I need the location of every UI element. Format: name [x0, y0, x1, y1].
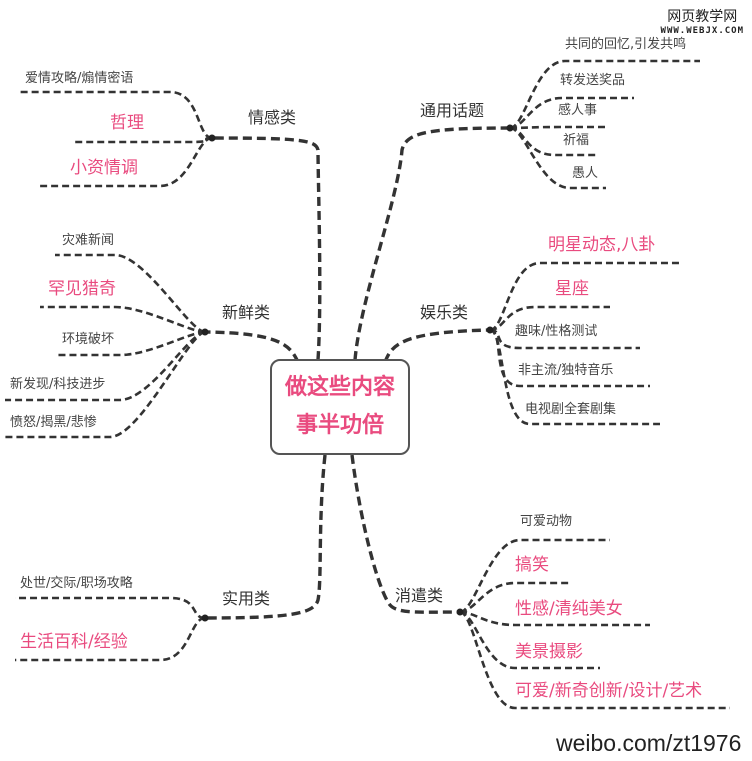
branch-connector [353, 126, 511, 361]
leaf-connector [15, 616, 206, 662]
leaf-connector [40, 136, 213, 188]
branch-connector [383, 328, 491, 363]
leaf-connector [489, 328, 660, 426]
center-title-line2: 事半功倍 [295, 413, 384, 438]
leaf-topic: 趣味/性格测试 [515, 323, 597, 339]
leaf-connector [40, 305, 206, 334]
junction-dot [201, 614, 209, 622]
center-title-line1: 做这些内容 [284, 375, 395, 400]
branch-label: 通用话题 [420, 101, 484, 120]
branch-label: 新鲜类 [222, 303, 270, 322]
branch-connector [350, 454, 461, 614]
branch-label: 娱乐类 [420, 303, 468, 322]
junction-dot [208, 134, 216, 142]
junction-dot [456, 608, 464, 616]
branch-label: 实用类 [222, 589, 270, 608]
leaf-topic: 明星动态,八卦 [548, 235, 655, 255]
credit-text: weibo.com/zt1976 [556, 730, 742, 756]
leaf-topic: 新发现/科技进步 [10, 376, 105, 392]
leaf-topic: 可爱/新奇创新/设计/艺术 [515, 681, 702, 701]
leaf-connector [509, 126, 606, 190]
branch-connector [211, 136, 322, 361]
leaf-connector [509, 125, 606, 130]
leaf-topic: 祈福 [563, 133, 589, 148]
leaf-topic: 愤怒/揭黑/悲惨 [10, 414, 97, 430]
leaf-topic: 转发送奖品 [560, 72, 625, 88]
leaf-connector [459, 610, 730, 710]
leaf-topic: 环境破坏 [62, 332, 114, 347]
leaf-connector [20, 90, 213, 140]
leaf-connector [55, 330, 206, 357]
leaf-topic: 性感/清纯美女 [515, 599, 623, 619]
leaf-topic: 共同的回忆,引发共鸣 [565, 36, 686, 52]
leaf-topic: 可爱动物 [520, 514, 572, 529]
leaf-topic: 哲理 [110, 113, 144, 133]
leaf-connector [459, 581, 570, 614]
leaf-topic: 爱情攻略/煽情密语 [25, 70, 133, 86]
branch-label: 消遣类 [395, 586, 443, 605]
leaf-connector [55, 253, 206, 334]
watermark: 网页教学网 WWW.WEBJX.COM [661, 6, 744, 36]
leaf-connector [509, 59, 700, 130]
leaf-topic: 非主流/独特音乐 [518, 362, 613, 378]
leaf-topic: 罕见猎奇 [48, 279, 116, 299]
leaf-connector [459, 538, 610, 614]
junction-dot [486, 326, 494, 334]
branch-label: 情感类 [248, 108, 296, 127]
branch-connector [204, 330, 300, 363]
watermark-name: 网页教学网 [667, 9, 738, 25]
leaf-topic: 愚人 [572, 166, 598, 181]
leaf-topic: 小资情调 [70, 158, 138, 178]
center-node: 做这些内容 事半功倍 [270, 359, 410, 455]
leaf-connector [15, 596, 206, 620]
leaf-connector [489, 305, 610, 332]
branch-connector [204, 454, 327, 620]
leaf-topic: 感人事 [558, 102, 597, 118]
leaf-topic: 搞笑 [515, 555, 549, 575]
leaf-topic: 美景摄影 [515, 642, 583, 662]
leaf-topic: 处世/交际/职场攻略 [20, 575, 133, 591]
watermark-url: WWW.WEBJX.COM [660, 26, 744, 36]
leaf-topic: 生活百科/经验 [20, 632, 128, 652]
leaf-connector [489, 261, 680, 332]
leaf-connector [75, 136, 213, 144]
leaf-connector [5, 330, 206, 402]
leaf-topic: 电视剧全套剧集 [525, 401, 616, 417]
leaf-topic: 灾难新闻 [62, 232, 114, 248]
leaf-topic: 星座 [555, 279, 589, 299]
junction-dot [506, 124, 514, 132]
junction-dot [201, 328, 209, 336]
